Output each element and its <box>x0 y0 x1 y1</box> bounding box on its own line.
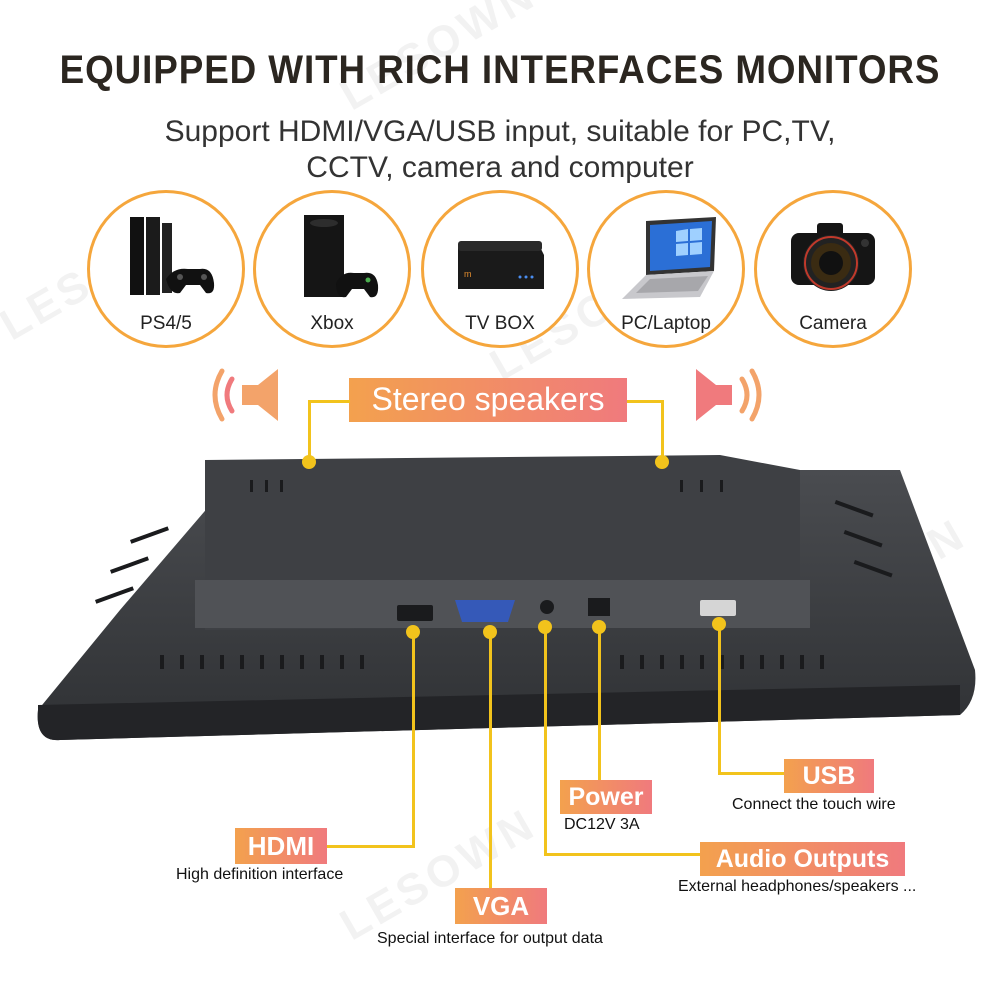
device-tvbox: m TV BOX <box>421 190 579 348</box>
callout-line <box>544 853 700 856</box>
vga-desc: Special interface for output data <box>377 930 603 947</box>
device-laptop: PC/Laptop <box>587 190 745 348</box>
device-label: PS4/5 <box>140 313 192 334</box>
callout-line <box>627 400 662 403</box>
callout-line <box>661 400 664 462</box>
camera-icon <box>791 223 875 291</box>
laptop-icon <box>622 217 716 299</box>
audio-desc: External headphones/speakers ... <box>678 878 917 895</box>
monitor-rear <box>37 455 976 741</box>
callout-line <box>489 632 492 890</box>
callout-line <box>544 627 547 855</box>
audio-label: Audio Outputs <box>700 842 905 876</box>
callout-line <box>325 845 415 848</box>
callout-line <box>718 772 788 775</box>
speaker-icon <box>212 368 278 422</box>
tv-box-icon: m <box>458 241 544 289</box>
device-label: PC/Laptop <box>621 313 711 334</box>
svg-text:m: m <box>464 269 472 279</box>
callout-line <box>718 624 721 774</box>
xbox-icon <box>304 215 379 298</box>
callout-line <box>412 632 415 848</box>
device-xbox: Xbox <box>253 190 411 348</box>
power-desc: DC12V 3A <box>564 816 640 833</box>
power-label: Power <box>560 780 652 814</box>
usb-label: USB <box>784 759 874 793</box>
callout-dot <box>302 455 316 469</box>
device-camera: Camera <box>754 190 912 348</box>
page-title: EQUIPPED WITH RICH INTERFACES MONITORS <box>59 48 941 92</box>
page-subtitle: Support HDMI/VGA/USB input, suitable for… <box>164 115 836 184</box>
game-console-icon <box>130 217 215 295</box>
callout-line <box>308 400 311 462</box>
usb-desc: Connect the touch wire <box>732 796 896 813</box>
hdmi-label: HDMI <box>235 828 327 864</box>
callout-line <box>598 627 601 782</box>
device-ps: PS4/5 <box>87 190 245 348</box>
device-label: TV BOX <box>465 313 535 334</box>
device-row: PS4/5 Xbox m TV BOX PC/Laptop Camera <box>0 190 1000 360</box>
speaker-icon <box>696 368 762 422</box>
vga-label: VGA <box>455 888 547 924</box>
hdmi-desc: High definition interface <box>176 866 344 883</box>
device-label: Xbox <box>310 313 354 334</box>
callout-line <box>310 400 350 403</box>
watermark: LESOWN <box>332 799 545 951</box>
stereo-speakers-label: Stereo speakers <box>349 378 627 422</box>
callout-dot <box>655 455 669 469</box>
device-label: Camera <box>799 313 867 334</box>
